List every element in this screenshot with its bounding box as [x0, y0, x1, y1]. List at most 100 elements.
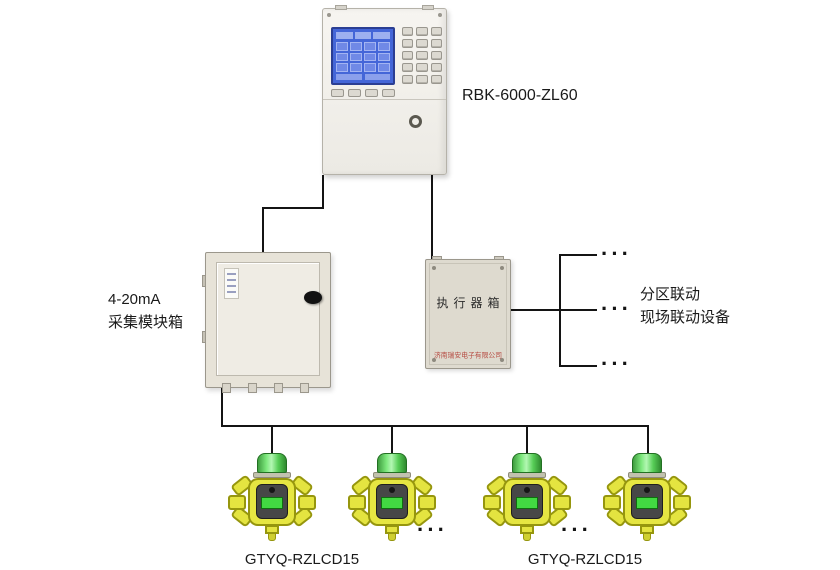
gas-detector — [227, 453, 317, 545]
keypad-key — [430, 51, 442, 60]
door-lock-icon — [409, 115, 422, 128]
actuator-box: 执行器箱 济南瑞安电子有限公司 — [425, 256, 511, 369]
ellipsis: ··· — [417, 517, 448, 542]
hinge-icon — [202, 331, 206, 343]
linkage-label-line1: 分区联动 — [640, 286, 701, 303]
ellipsis: ··· — [601, 296, 632, 321]
detector-port — [418, 495, 436, 510]
cable-gland — [300, 383, 309, 393]
detector-sensor-tip — [523, 533, 531, 541]
actuator-box-company: 济南瑞安电子有限公司 — [434, 351, 502, 360]
collection-box-label-line1: 4-20mA — [108, 291, 161, 308]
keypad-key — [416, 75, 428, 84]
collection-box-label: 4-20mA 采集模块箱 — [108, 288, 183, 334]
keypad-key — [416, 51, 428, 60]
detector-screen — [381, 497, 403, 509]
detector-port — [298, 495, 316, 510]
detector-screen — [516, 497, 538, 509]
screw-icon — [438, 13, 442, 17]
gas-detector — [602, 453, 692, 545]
wire-bracket-stub-middle — [561, 309, 597, 311]
controller-function-keys — [331, 89, 395, 97]
screw-icon — [432, 358, 436, 362]
wire-drop-detector-4 — [647, 425, 649, 455]
cable-gland — [222, 383, 231, 393]
keypad-key — [402, 51, 414, 60]
function-key — [331, 89, 344, 97]
wire-to-collection-box — [262, 207, 264, 253]
wire-to-actuator-box — [431, 175, 433, 260]
detector-port — [228, 495, 246, 510]
actuator-box-title: 执行器箱 — [436, 296, 505, 310]
detector-cap — [257, 453, 287, 473]
keypad-key — [430, 27, 442, 36]
detector-sensor-icon — [644, 487, 650, 493]
keypad-key — [430, 39, 442, 48]
lcd-status-row — [336, 32, 391, 39]
detector-screen — [261, 497, 283, 509]
detector-port — [483, 495, 501, 510]
screw-icon — [432, 266, 436, 270]
detector-sensor-tip — [643, 533, 651, 541]
screw-icon — [327, 13, 331, 17]
actuator-box-frame — [429, 263, 507, 365]
wire-bracket-vertical — [559, 254, 561, 367]
controller-keypad — [402, 27, 442, 84]
wire-bracket-stub-bottom — [559, 365, 597, 367]
keypad-key — [402, 39, 414, 48]
keypad-key — [416, 63, 428, 72]
collection-box-label-line2: 采集模块箱 — [108, 314, 184, 331]
detector-port — [553, 495, 571, 510]
cable-gland — [248, 383, 257, 393]
wire-bracket-stub-top — [559, 254, 597, 256]
lcd-channel-grid — [336, 42, 390, 72]
mounting-tab — [335, 5, 347, 10]
detector-screen — [636, 497, 658, 509]
mounting-tab — [432, 256, 442, 260]
wire-actuator-to-bracket — [511, 309, 561, 311]
controller-lcd-screen — [331, 27, 395, 85]
ellipsis: ··· — [561, 517, 592, 542]
gas-detector — [482, 453, 572, 545]
function-key — [348, 89, 361, 97]
detector-sensor-icon — [269, 487, 275, 493]
collection-module-box — [202, 252, 331, 393]
linkage-label-line2: 现场联动设备 — [640, 309, 731, 326]
wire-controller-left-down — [322, 175, 324, 209]
detector-sensor-icon — [389, 487, 395, 493]
keypad-key — [430, 63, 442, 72]
keypad-key — [430, 75, 442, 84]
hinge-icon — [202, 275, 206, 287]
collection-box-knob — [304, 291, 322, 304]
screw-icon — [500, 266, 504, 270]
wire-drop-detector-2 — [391, 425, 393, 455]
keypad-key — [402, 27, 414, 36]
detector-cap — [377, 453, 407, 473]
gas-alarm-controller — [322, 5, 447, 175]
detector-sensor-tip — [268, 533, 276, 541]
wire-detector-bus — [221, 425, 649, 427]
detector-cap — [512, 453, 542, 473]
wire-collection-box-down — [221, 388, 223, 427]
wire-controller-left-horizontal — [262, 207, 324, 209]
mounting-tab — [422, 5, 434, 10]
detector-cap — [632, 453, 662, 473]
lcd-footer-row — [336, 74, 390, 80]
door-seam — [323, 99, 446, 100]
wire-drop-detector-1 — [271, 425, 273, 455]
keypad-key — [402, 75, 414, 84]
keypad-key — [416, 39, 428, 48]
detector-port — [603, 495, 621, 510]
detector-sensor-icon — [524, 487, 530, 493]
detector-port — [348, 495, 366, 510]
function-key — [382, 89, 395, 97]
keypad-key — [416, 27, 428, 36]
linkage-label: 分区联动 现场联动设备 — [640, 283, 730, 329]
detector-sensor-tip — [388, 533, 396, 541]
detector-port — [673, 495, 691, 510]
keypad-key — [402, 63, 414, 72]
screw-icon — [500, 358, 504, 362]
gas-detector — [347, 453, 437, 545]
detector-model-label-left: GTYQ-RZLCD15 — [244, 551, 360, 568]
